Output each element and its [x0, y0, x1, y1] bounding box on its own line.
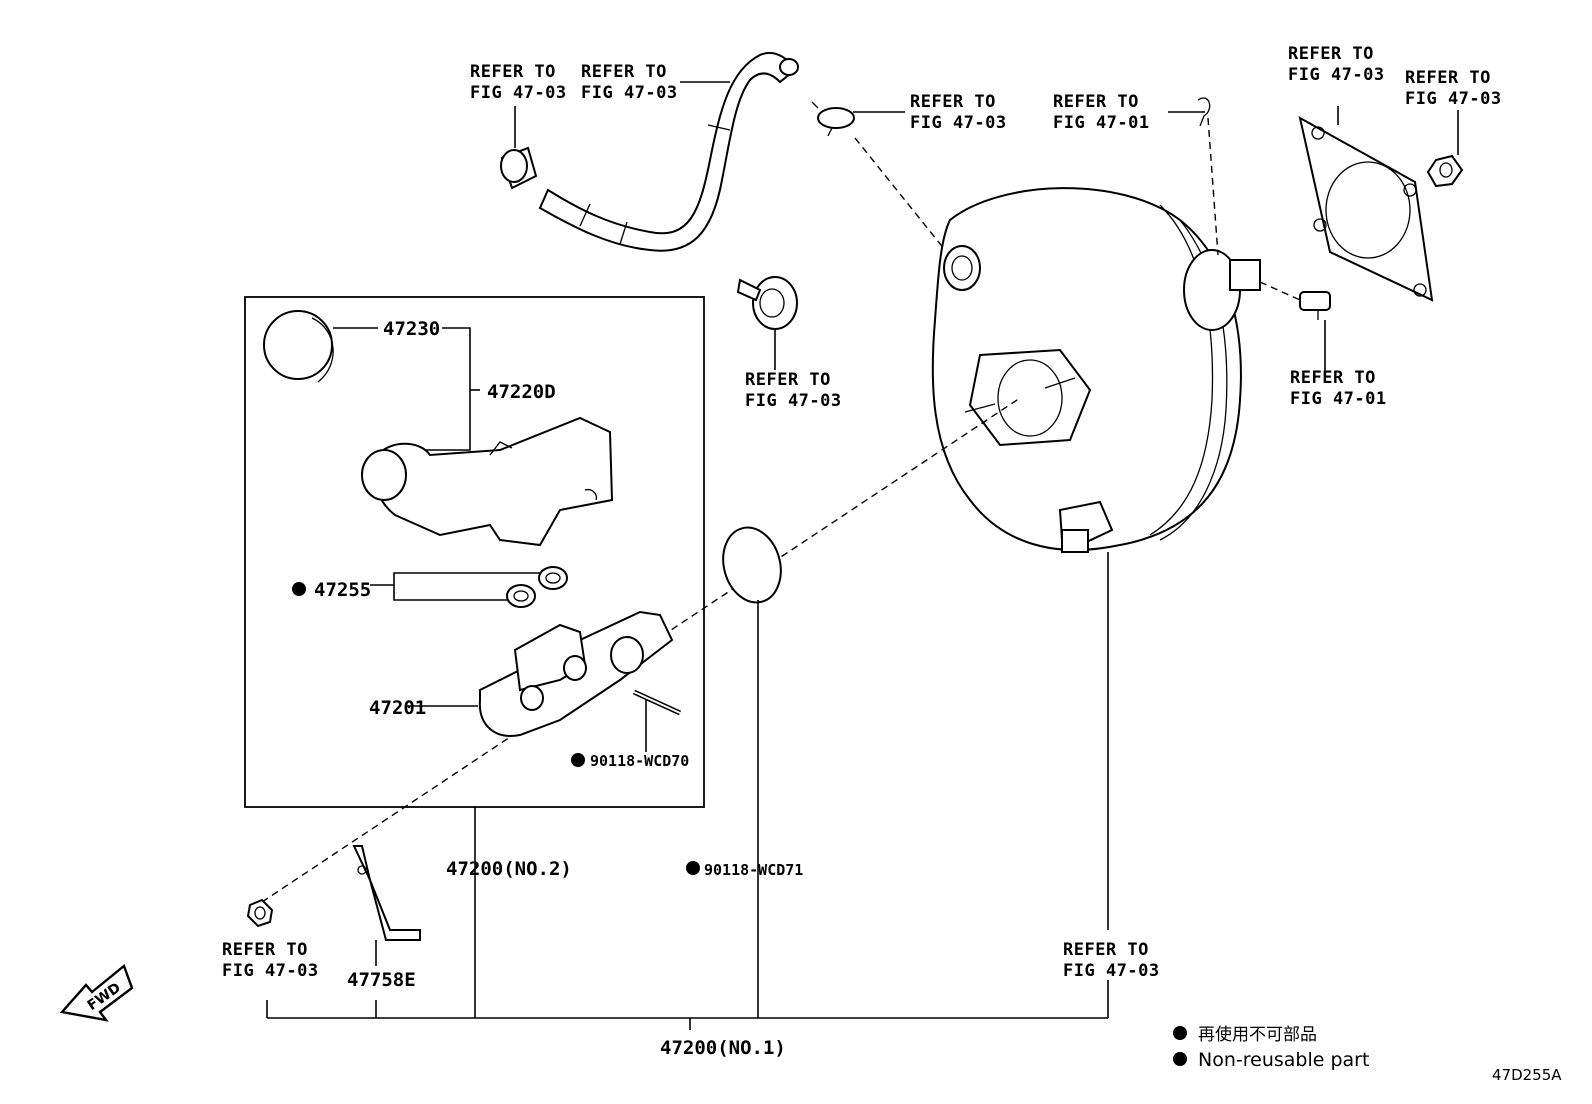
reservoir-cap: [263, 310, 334, 383]
ref-clip-pin: REFER TO FIG 47-01: [1053, 92, 1150, 133]
ref-line2: FIG 47-03: [1405, 89, 1502, 109]
legend-en: Non-reusable part: [1198, 1049, 1369, 1071]
ref-line1: REFER TO: [470, 62, 556, 82]
master-cylinder: [478, 610, 674, 737]
ref-check-valve: REFER TO FIG 47-03: [745, 370, 842, 411]
ref-hose-clamp-right: REFER TO FIG 47-03: [910, 92, 1007, 133]
ref-line2: FIG 47-03: [910, 113, 1007, 133]
ref-bracket-nut: REFER TO FIG 47-03: [222, 940, 319, 981]
ref-line1: REFER TO: [222, 940, 308, 960]
label-47200-no1: 47200(NO.1): [660, 1037, 786, 1059]
ref-line1: REFER TO: [1053, 92, 1139, 112]
ref-line1: REFER TO: [1288, 44, 1374, 64]
ref-line2: FIG 47-03: [581, 83, 678, 103]
fwd-arrow-icon: FWD: [59, 964, 134, 1022]
clevis-pin: [1299, 291, 1331, 320]
ref-line2: FIG 47-03: [222, 961, 319, 981]
ref-line2: FIG 47-03: [745, 391, 842, 411]
label-47201: 47201: [369, 697, 426, 719]
ref-line2: FIG 47-03: [1063, 961, 1160, 981]
bracket-nut: [246, 898, 274, 928]
label-47200-no2: 47200(NO.2): [446, 858, 572, 880]
legend-jp: 再使用不可部品: [1198, 1024, 1317, 1045]
ref-line1: REFER TO: [910, 92, 996, 112]
label-47220d: 47220D: [487, 381, 556, 403]
label-47230: 47230: [383, 318, 440, 340]
ref-line1: REFER TO: [745, 370, 831, 390]
label-47255: 47255: [314, 579, 371, 601]
ref-line2: FIG 47-03: [470, 83, 567, 103]
diagram-code: 47D255A: [1492, 1066, 1562, 1084]
master-cylinder-pin: [632, 689, 682, 716]
ref-booster-nut: REFER TO FIG 47-03: [1405, 68, 1502, 109]
label-90118-wcd71: 90118-WCD71: [704, 861, 803, 879]
ref-line1: REFER TO: [1063, 940, 1149, 960]
legend: 再使用不可部品 Non-reusable part: [1173, 1024, 1369, 1071]
hose-clamp-right: [811, 101, 855, 137]
bracket-47758e: [352, 845, 421, 941]
legend-bullet-icon: [1173, 1052, 1187, 1066]
ref-line2: FIG 47-01: [1290, 389, 1387, 409]
reservoir-tank: [361, 416, 614, 547]
hose-clamp-left: [500, 146, 538, 190]
ref-line1: REFER TO: [1405, 68, 1491, 88]
vacuum-hose: [538, 51, 799, 252]
ref-clevis-pin: REFER TO FIG 47-01: [1290, 368, 1387, 409]
booster-gasket: [1298, 116, 1434, 302]
label-90118-wcd70: 90118-WCD70: [590, 752, 689, 770]
ref-vacuum-hose: REFER TO FIG 47-03: [581, 62, 678, 103]
booster-o-ring: [722, 526, 782, 604]
ref-line2: FIG 47-03: [1288, 65, 1385, 85]
ref-gasket: REFER TO FIG 47-03: [1288, 44, 1385, 85]
ref-line1: REFER TO: [581, 62, 667, 82]
reservoir-grommets: [506, 566, 568, 608]
brake-booster: [931, 187, 1261, 553]
ref-line1: REFER TO: [1290, 368, 1376, 388]
check-valve-grommet: [736, 276, 798, 330]
ref-line2: FIG 47-01: [1053, 113, 1150, 133]
booster-nut: [1426, 154, 1464, 188]
label-47758e: 47758E: [347, 969, 416, 991]
legend-bullet-icon: [1173, 1026, 1187, 1040]
ref-hose-clamp-left: REFER TO FIG 47-03: [470, 62, 567, 103]
ref-booster-sensor: REFER TO FIG 47-03: [1063, 940, 1160, 981]
clip-pin: [1197, 97, 1211, 127]
